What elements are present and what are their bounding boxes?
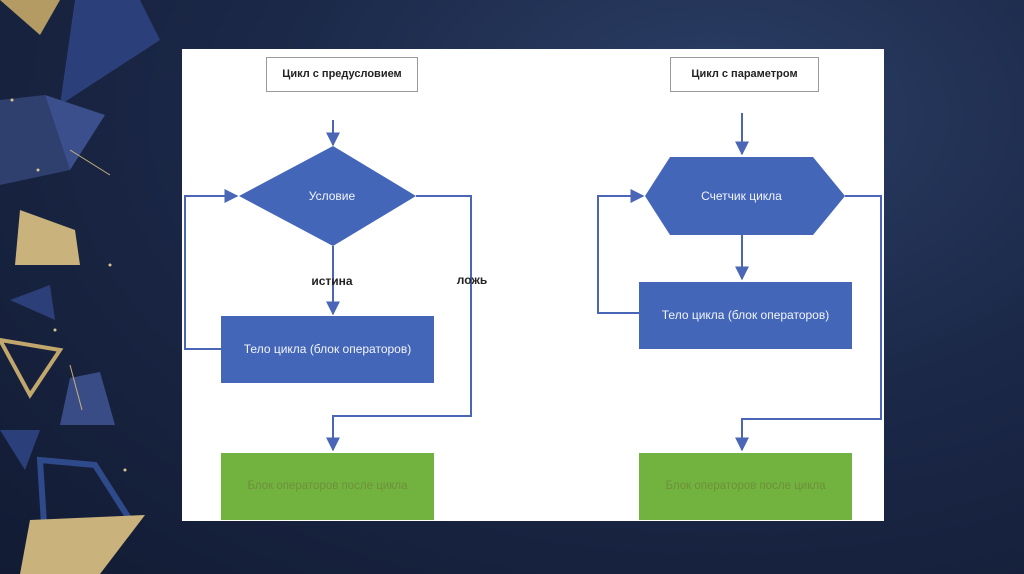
param-after-loop-block (639, 453, 852, 520)
param-loop-body-label: Тело цикла (блок операторов) (661, 308, 830, 323)
loop-body-block (221, 316, 434, 383)
param-after-loop-label: Блок операторов после цикла (665, 479, 826, 492)
decor-triangle (0, 337, 64, 399)
precondition-loop-title: Цикл с предусловием (266, 57, 418, 92)
decor-triangle (10, 285, 55, 320)
decor-triangle (60, 372, 115, 425)
flowchart-graphics (184, 113, 882, 520)
decor-triangle (20, 515, 145, 574)
flowchart-panel: Цикл с предусловием Условие истина ложь … (182, 49, 884, 521)
counter-hexagon (645, 157, 845, 235)
param-loop-back-arrow (597, 189, 645, 314)
arrow-false-branch (326, 195, 472, 452)
decor-triangle (0, 0, 60, 35)
condition-label: Условие (308, 188, 356, 203)
decor-dot (53, 328, 57, 332)
param-exit-arrow (735, 195, 882, 452)
decor-dot (36, 168, 40, 172)
condition-diamond (239, 146, 416, 246)
decorative-triangles (0, 0, 160, 574)
after-loop-label: Блок операторов после цикла (247, 479, 408, 492)
decor-line (69, 364, 83, 411)
decor-triangle (60, 0, 160, 105)
false-branch-label: ложь (456, 272, 488, 287)
loop-body-label: Тело цикла (блок операторов) (243, 342, 412, 357)
decor-triangle (15, 210, 80, 265)
loop-back-arrow (184, 189, 239, 350)
parameter-loop-title: Цикл с параметром (670, 57, 819, 92)
decor-triangle (45, 95, 105, 170)
after-loop-block (221, 453, 434, 520)
decor-triangle (0, 430, 40, 470)
decor-dot (123, 468, 127, 472)
decor-dot (10, 98, 14, 102)
counter-label: Счетчик цикла (701, 188, 782, 203)
decor-dot (108, 263, 112, 267)
true-branch-label: истина (311, 273, 353, 288)
param-loop-body-block (639, 282, 852, 349)
decor-line (69, 149, 111, 176)
